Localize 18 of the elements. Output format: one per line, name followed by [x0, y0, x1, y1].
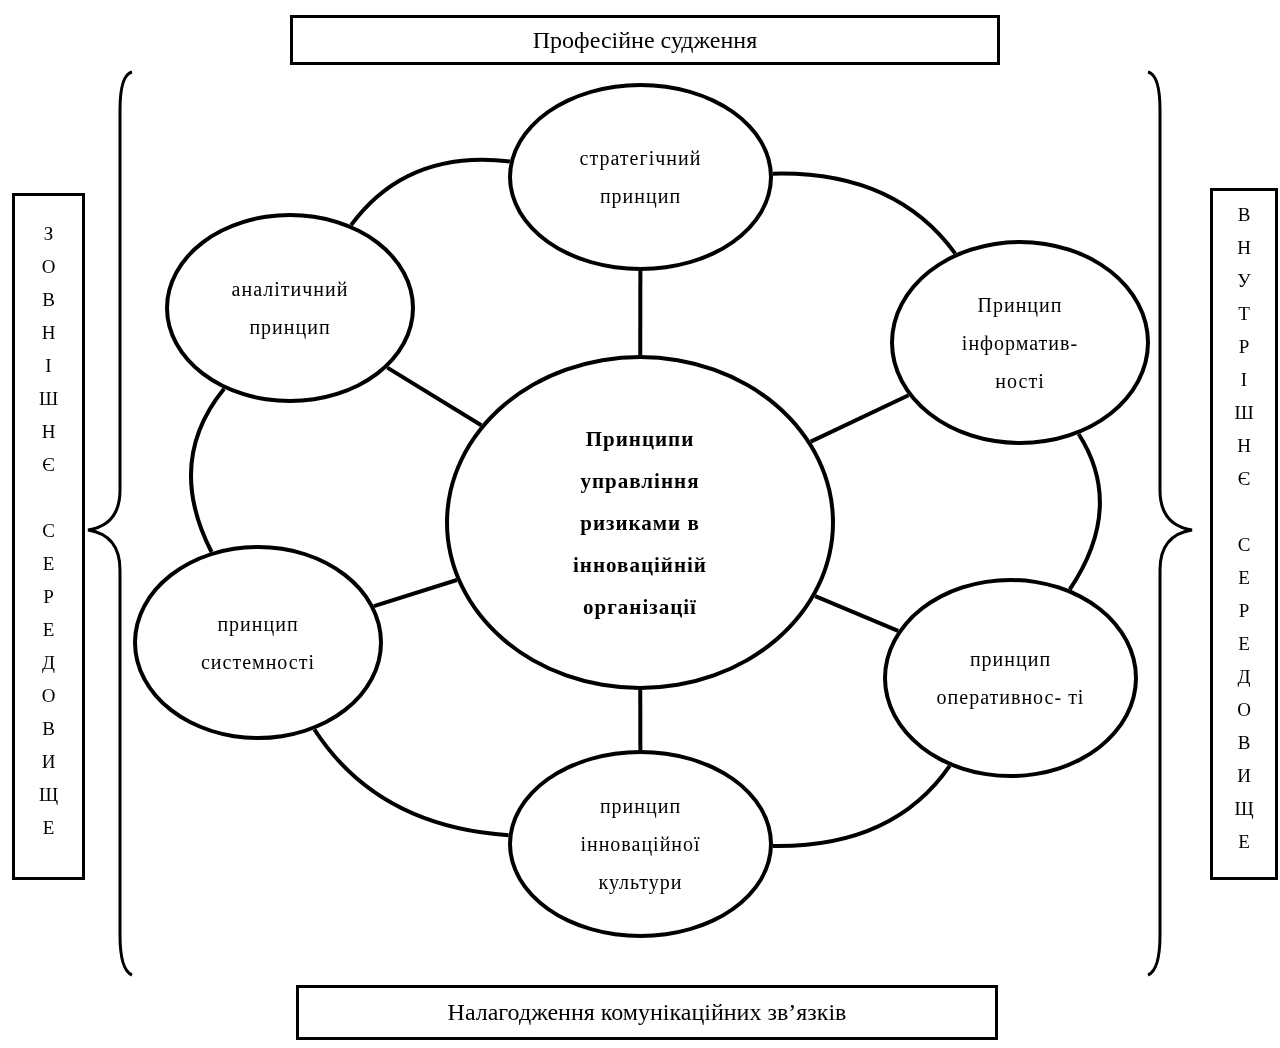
- heading-box: Професійне судження: [290, 15, 1000, 65]
- connector-line: [638, 271, 643, 355]
- central-circle: Принципи управління ризиками в інноваційній організації: [445, 355, 835, 690]
- side-box: ВНУТРІШНЄ СЕРЕДОВИЩЕ: [1210, 188, 1278, 880]
- connector-line: [638, 690, 643, 750]
- principle-circle: аналітичний принцип: [165, 213, 415, 403]
- side-box: ЗОВНІШНЄ СЕРЕДОВИЩЕ: [12, 193, 85, 880]
- principle-circle: принцип інноваційної культури: [508, 750, 773, 938]
- principle-circle: принцип системності: [133, 545, 383, 740]
- connector-line: [772, 171, 957, 255]
- principle-circle: Принцип інформатив- ності: [890, 240, 1150, 445]
- connector-line: [772, 764, 952, 848]
- connector-line: [312, 728, 509, 838]
- connector-line: [1068, 433, 1102, 591]
- principle-circle: принцип оперативнос- ті: [883, 578, 1138, 778]
- connector-line: [349, 157, 510, 227]
- heading-box: Налагодження комунікаційних зв’язків: [296, 985, 998, 1040]
- principle-circle: стратегічний принцип: [508, 83, 773, 271]
